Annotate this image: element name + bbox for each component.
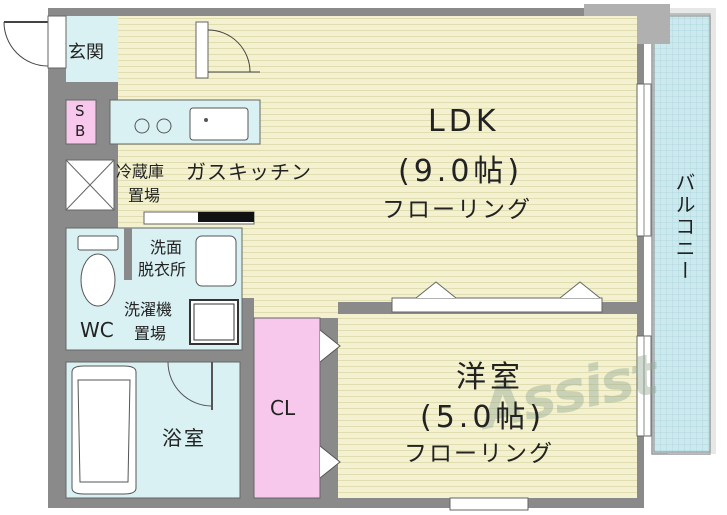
entrance-floor	[66, 16, 118, 82]
balcony-area-front	[653, 15, 711, 453]
fridge-label-2: 置場	[128, 186, 161, 205]
partition	[391, 297, 603, 313]
toilet-tank	[77, 235, 119, 251]
western-size: (5.0帖)	[420, 400, 546, 435]
shoebox-label-b: B	[75, 122, 86, 140]
balcony-label: バルコニー	[672, 172, 696, 282]
basin	[195, 235, 237, 287]
western-name: 洋室	[456, 360, 524, 395]
ldk-size: (9.0帖)	[398, 154, 524, 189]
kitchen-label: ガスキッチン	[186, 160, 312, 184]
burner-icon	[134, 118, 150, 134]
burner-icon	[156, 118, 172, 134]
bath-label: 浴室	[162, 426, 206, 450]
sink-icon	[189, 107, 249, 141]
ldk-floor-type: フローリング	[382, 197, 532, 223]
washer-label-1: 洗濯機	[124, 300, 173, 319]
toilet-bowl	[80, 253, 116, 307]
washroom-label-1: 洗面	[150, 238, 183, 257]
washer	[189, 299, 239, 345]
wc-label: WC	[80, 318, 114, 342]
corridor-floor	[254, 298, 338, 318]
ldk-name: LDK	[428, 104, 500, 139]
wc-wall	[124, 228, 132, 280]
washroom-label-2: 脱衣所	[138, 260, 187, 279]
washer-label-2: 置場	[134, 324, 167, 343]
shoebox-label-s: S	[75, 102, 85, 120]
entrance-label: 玄関	[68, 42, 104, 63]
shoebox	[65, 99, 97, 145]
closet	[253, 317, 321, 499]
closet-label: CL	[270, 396, 296, 420]
bathtub	[71, 365, 137, 495]
western-floor-type: フローリング	[404, 441, 554, 467]
western-floor	[338, 314, 637, 498]
fridge-label-1: 冷蔵庫	[116, 162, 165, 181]
